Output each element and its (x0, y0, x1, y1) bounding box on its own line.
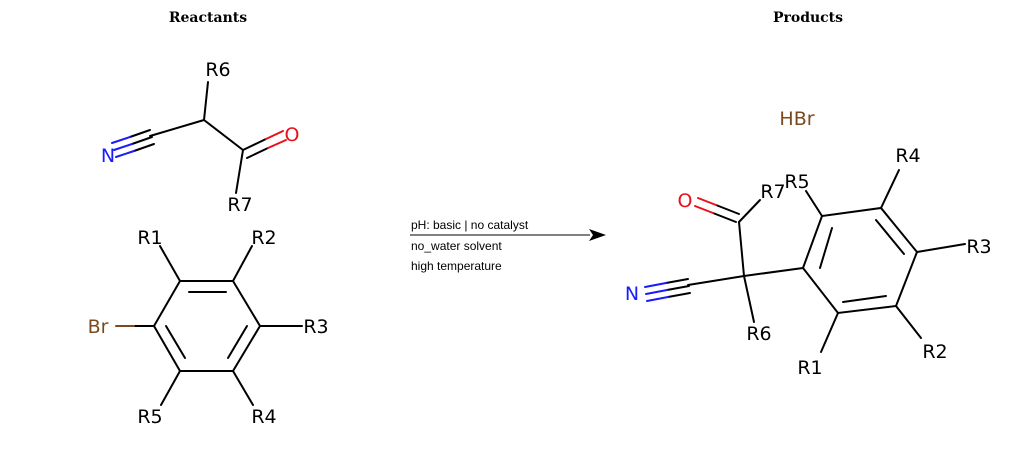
bond-cn-c (131, 136, 153, 145)
atom-nitrogen: N (625, 283, 639, 305)
atom-r7: R7 (227, 194, 252, 216)
bond-cn-b (644, 282, 667, 288)
bond-r1 (159, 245, 181, 282)
atom-nitrogen: N (101, 145, 115, 167)
bond-co-c (246, 147, 269, 159)
condition-line-2: no_water solvent (411, 239, 502, 253)
product-main: O R7 R5 R4 R3 N R6 R1 R2 (625, 145, 992, 379)
product-hbr: HBr (779, 108, 814, 130)
bond-cn-a (129, 129, 151, 138)
bond-co-b (265, 130, 284, 140)
products-header: Products (773, 10, 843, 26)
aromatic-line-2 (227, 325, 248, 359)
aromatic-line-3 (842, 295, 887, 303)
benzene-ring (152, 280, 262, 372)
bond-r5 (160, 370, 181, 406)
bond-c-nitrile (149, 119, 205, 137)
bond-r1 (820, 312, 839, 353)
arrow-head (589, 229, 606, 241)
bond-cn-c (666, 285, 690, 291)
bond-cn-a (665, 278, 689, 284)
bond-r5 (805, 190, 823, 217)
bond-c-aryl (743, 267, 804, 277)
aromatic-line-2 (875, 219, 905, 255)
bond-c-r6 (743, 275, 755, 323)
bond-co-c (712, 212, 737, 223)
atom-r1: R1 (797, 357, 822, 379)
bond-c-carbonyl (203, 119, 244, 151)
atom-r6: R6 (205, 59, 230, 81)
atom-r4: R4 (251, 406, 276, 428)
condition-line-1: pH: basic | no catalyst (411, 218, 529, 232)
atom-oxygen: O (678, 190, 693, 212)
atom-r6: R6 (746, 323, 771, 345)
atom-r3: R3 (303, 316, 328, 338)
atom-r5: R5 (784, 171, 809, 193)
aromatic-line-1 (819, 227, 833, 269)
bond-co-a (242, 138, 267, 151)
bond-r2 (895, 305, 922, 339)
condition-line-3: high temperature (411, 259, 502, 273)
bond-c-r6 (203, 81, 209, 121)
reaction-arrow-group: pH: basic | no catalyst no_water solvent… (410, 218, 606, 273)
aromatic-line-3 (165, 325, 186, 359)
bond-r4 (232, 370, 254, 406)
bond-r3 (916, 243, 966, 253)
bond-cn-d (113, 143, 133, 151)
bond-r2 (232, 245, 253, 282)
atom-r7: R7 (760, 181, 785, 203)
bond-r4 (880, 169, 900, 209)
reactant-cyanoketone: R6 O N R7 (101, 59, 300, 216)
bond-cn-e (133, 143, 155, 152)
bond-cn-b (111, 136, 131, 144)
bond-c-r7 (235, 149, 244, 194)
atom-bromine: Br (88, 316, 109, 338)
reactants-header: Reactants (169, 10, 247, 26)
atom-r3: R3 (966, 236, 991, 258)
bond-co-a (715, 204, 740, 215)
bond-co-r7 (738, 199, 761, 223)
atom-r2: R2 (251, 227, 276, 249)
bond-cn-e (667, 292, 691, 298)
atom-r1: R1 (137, 227, 162, 249)
bond-c-carbonyl (738, 221, 745, 277)
reactant-bromoarene: R1 R2 Br R3 R5 R4 (88, 227, 329, 428)
product-benzene-ring (801, 206, 919, 315)
bond-c-nitrile (687, 275, 745, 286)
bond-co-d (267, 139, 287, 149)
bond-co-b (697, 197, 717, 206)
atom-oxygen: O (285, 124, 300, 146)
bond-cn-d (645, 289, 668, 295)
bond-co-d (694, 205, 714, 214)
atom-r4: R4 (895, 145, 920, 167)
bond-cn-f (646, 296, 669, 302)
atom-r5: R5 (137, 406, 162, 428)
bond-cn-f (115, 150, 135, 158)
atom-r2: R2 (922, 341, 947, 363)
